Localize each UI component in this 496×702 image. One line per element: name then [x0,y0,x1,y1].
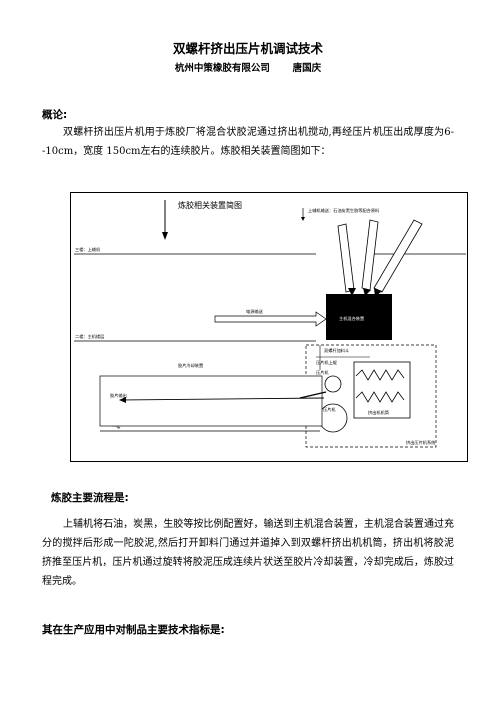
overview-heading: 概论: [42,109,68,121]
screw-upper [355,369,405,381]
label-gearbox: 压片机 [316,369,329,376]
index-heading: 其在生产应用中对制品主要技术指标是: [42,624,225,636]
feed-pipe-left [337,223,355,293]
feed-arrowhead [301,217,305,221]
label-top-feed: 上辅机输送：石油炭黑生胶等配合原料 [308,207,380,214]
label-system: 挤出压片机系统 [406,439,435,446]
label-roll-bottom: 压片机 [323,406,336,413]
mixer-block [326,294,392,340]
label-roll-top: 压片机上辊 [316,359,338,366]
label-extruder: 挤出机机筒 [368,409,389,416]
cooling-device [99,375,323,427]
label-power: 电源输送 [246,308,264,315]
flow-paragraph: 上辅机将石油，炭黑，生胶等按比例配置好，输送到主机混合装置，主机混合装置通过充分… [42,519,454,587]
document-byline: 杭州中策橡胶有限公司 唐国庆 [174,63,322,74]
diagram-frame [70,192,468,462]
document-title: 双螺杆挤出压片机调试技术 [172,41,323,56]
label-floor-1: 一楼 [112,423,120,430]
feed-pipe-right [373,219,423,293]
screw-lower [355,391,405,403]
flow-heading: 炼胶主要流程是: [51,492,129,504]
power-arrow [214,311,327,327]
sheet-path [123,397,325,401]
diagram-arrowhead-down [162,232,168,240]
label-floor-2: 二楼：主机楼层 [75,333,104,340]
extruder-barrel [353,361,411,419]
equipment-diagram: 炼胶相关装置简图 上辅机输送：石油炭黑生胶等配合原料 三楼：上辅机 二楼：主机楼… [70,192,468,462]
diagram-title: 炼胶相关装置简图 [178,200,242,210]
overview-paragraph: 双螺杆挤出压片机用于炼胶厂将混合状胶泥通过挤出机搅动,再经压片机压出成厚度为6-… [42,127,454,157]
sheet-arrowhead [119,397,126,403]
roll-upper [324,375,342,393]
sheet-to-roll [299,391,327,399]
feed-pipe-left-tip [348,288,356,296]
feed-pipe-middle [361,219,379,291]
label-mixer: 主机混合装置 [339,315,364,322]
label-floor-3: 三楼：上辅机 [75,246,101,253]
label-sheet-out: 胶片输出 [110,392,127,399]
label-feed: 双螺杆加料斗 [324,347,349,354]
label-cooling: 胶片冷却装置 [178,362,203,369]
